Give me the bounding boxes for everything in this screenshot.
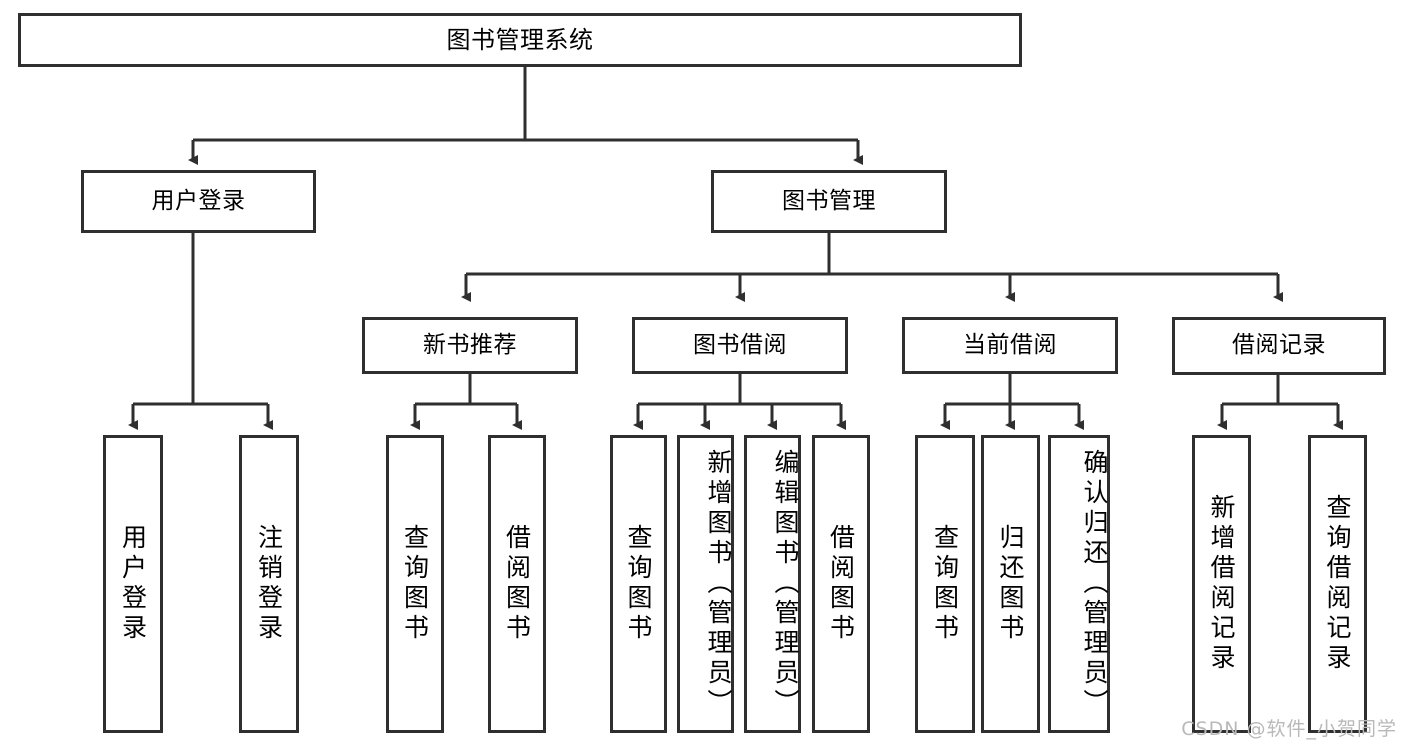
leaf-borrow-book[interactable]: 借阅图书	[812, 435, 870, 733]
leaf-logout-login[interactable]: 注销登录	[239, 435, 299, 733]
node-label: 查询图书	[400, 524, 430, 644]
node-label: 用户登录	[118, 524, 148, 644]
node-label: 查询图书	[930, 524, 960, 644]
node-root-system[interactable]: 图书管理系统	[18, 13, 1022, 67]
csdn-watermark: CSDN @软件_小贺同学	[1181, 718, 1397, 740]
node-label: 新书推荐	[423, 331, 517, 358]
node-label: 编辑图书（管理员）	[771, 449, 800, 719]
leaf-confirm-return-admin[interactable]: 确认归还（管理员）	[1048, 435, 1110, 733]
leaf-query-book-borrow[interactable]: 查询图书	[610, 435, 667, 733]
node-label: 查询图书	[624, 524, 653, 644]
leaf-query-book-current[interactable]: 查询图书	[915, 435, 975, 733]
leaf-add-book-admin[interactable]: 新增图书（管理员）	[677, 435, 734, 733]
node-user-login[interactable]: 用户登录	[81, 170, 316, 233]
node-book-management[interactable]: 图书管理	[711, 170, 947, 233]
leaf-query-book-recommend[interactable]: 查询图书	[386, 435, 444, 733]
node-label: 新增借阅记录	[1207, 494, 1236, 674]
node-borrow-record[interactable]: 借阅记录	[1172, 317, 1386, 375]
node-new-book-recommend[interactable]: 新书推荐	[362, 317, 578, 374]
node-label: 借阅记录	[1232, 332, 1326, 359]
node-label: 图书管理	[782, 187, 876, 214]
leaf-add-borrow-record[interactable]: 新增借阅记录	[1192, 435, 1251, 733]
node-label: 新增图书（管理员）	[704, 449, 733, 719]
node-label: 查询借阅记录	[1323, 494, 1352, 674]
node-label: 图书管理系统	[446, 25, 594, 54]
leaf-borrow-book-recommend[interactable]: 借阅图书	[488, 435, 546, 733]
node-label: 当前借阅	[963, 331, 1057, 358]
node-label: 图书借阅	[693, 331, 787, 358]
node-label: 用户登录	[151, 187, 246, 214]
leaf-return-book[interactable]: 归还图书	[981, 435, 1040, 733]
leaf-query-borrow-record[interactable]: 查询借阅记录	[1308, 435, 1367, 733]
node-label: 归还图书	[996, 524, 1025, 644]
node-current-borrow[interactable]: 当前借阅	[902, 317, 1118, 374]
node-label: 借阅图书	[826, 524, 856, 644]
node-book-borrow[interactable]: 图书借阅	[632, 317, 848, 374]
leaf-edit-book-admin[interactable]: 编辑图书（管理员）	[744, 435, 801, 733]
leaf-user-login[interactable]: 用户登录	[103, 435, 163, 733]
node-label: 确认归还（管理员）	[1080, 449, 1109, 719]
node-label: 注销登录	[254, 524, 284, 644]
node-label: 借阅图书	[502, 524, 532, 644]
